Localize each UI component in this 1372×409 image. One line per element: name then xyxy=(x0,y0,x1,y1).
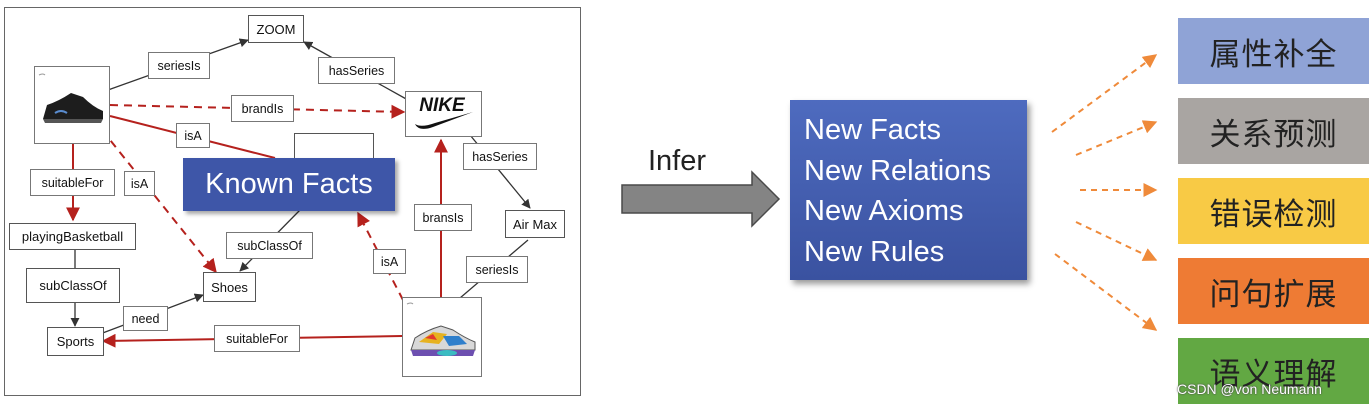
known-facts-banner: Known Facts xyxy=(183,158,395,211)
task-semantic-understanding: 语义理解 xyxy=(1178,338,1369,404)
infer-label: Infer xyxy=(648,145,707,177)
air-max-shoe-icon xyxy=(406,302,476,356)
node-sports: Sports xyxy=(47,327,104,356)
edge-is-a-left xyxy=(101,129,217,274)
nike-logo: NIKE xyxy=(414,95,473,129)
edge-label-brand-is: brandIs xyxy=(231,95,294,122)
edge-label-suitable-for-left: suitableFor xyxy=(30,169,115,196)
edge-label-need: need xyxy=(123,306,168,331)
result-item: New Rules xyxy=(804,235,945,268)
task-arrow-1 xyxy=(1051,54,1158,133)
task-attribute-completion: 属性补全 xyxy=(1178,18,1369,84)
result-item: New Relations xyxy=(804,154,991,187)
task-query-expansion: 问句扩展 xyxy=(1178,258,1369,324)
edge-label-series-is-right: seriesIs xyxy=(466,256,528,283)
basketball-shoe-icon xyxy=(38,73,103,123)
node-playing-basketball: playingBasketball xyxy=(9,223,136,250)
inferred-results-box: New Facts New Relations New Axioms New R… xyxy=(790,100,1027,280)
task-arrow-4 xyxy=(1075,221,1158,261)
result-item: New Facts xyxy=(804,114,941,146)
edge-label-has-series-top: hasSeries xyxy=(318,57,395,84)
edge-label-is-a-left: isA xyxy=(124,171,155,196)
task-arrow-5 xyxy=(1054,253,1158,331)
edge-label-is-a-right: isA xyxy=(373,249,406,274)
edge-label-sub-class-of-mid: subClassOf xyxy=(226,232,313,259)
node-shoes: Shoes xyxy=(203,272,256,302)
edge-label-is-a-top: isA xyxy=(176,123,210,148)
node-air-max: Air Max xyxy=(505,210,565,238)
air-max-shoe-image-node xyxy=(402,297,482,377)
basketball-shoe-image-node xyxy=(34,66,110,144)
edge-label-has-series-right: hasSeries xyxy=(463,143,537,170)
edge-label-brans-is: bransIs xyxy=(414,204,472,231)
task-relation-prediction: 关系预测 xyxy=(1178,98,1369,164)
node-sub-class-of-left: subClassOf xyxy=(26,268,120,303)
node-zoom: ZOOM xyxy=(248,15,304,43)
svg-text:NIKE: NIKE xyxy=(419,95,466,116)
task-error-detection: 错误检测 xyxy=(1178,178,1369,244)
infer-arrow xyxy=(621,170,781,228)
edge-label-suitable-for-bottom: suitableFor xyxy=(214,325,300,352)
task-arrow-2 xyxy=(1075,120,1158,156)
nike-logo-node: NIKE xyxy=(405,91,482,137)
watermark: CSDN @von Neumann xyxy=(1177,381,1322,397)
result-item: New Axioms xyxy=(804,195,964,227)
edge-label-series-is-top: seriesIs xyxy=(148,52,210,79)
